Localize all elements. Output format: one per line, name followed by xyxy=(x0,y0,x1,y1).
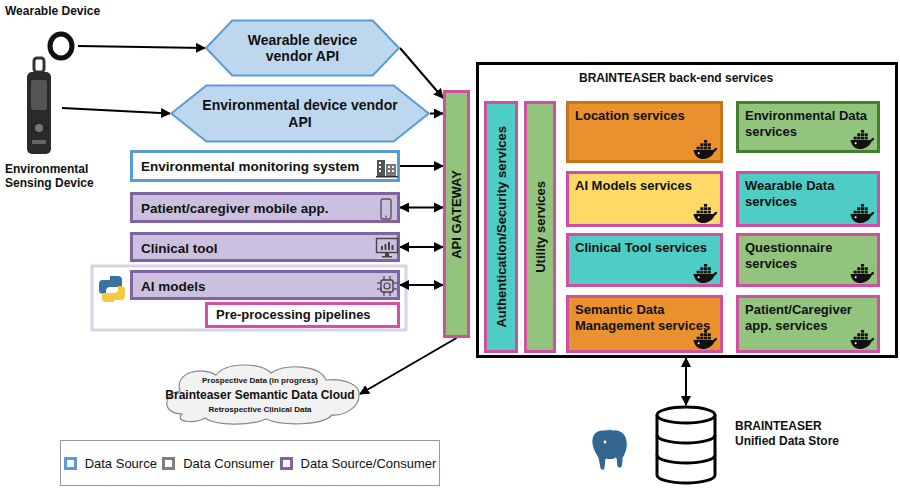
chip-icon xyxy=(375,274,399,298)
node-label: Clinical tool xyxy=(141,241,389,256)
service-box: Questionnaire services xyxy=(736,233,880,287)
legend-item: Data Consumer xyxy=(162,456,274,471)
node-label: Patient/caregiver mobile app. xyxy=(141,201,389,216)
legend-item: Data Source xyxy=(64,456,157,471)
source-consumer-box: Patient/caregiver mobile app. xyxy=(130,192,400,223)
legend-box: Data Source Data Consumer Data Source/Cons… xyxy=(60,440,440,486)
legend-text: Data Source/Consumer xyxy=(301,456,437,471)
docker-icon xyxy=(849,329,875,349)
service-box: AI Models services xyxy=(566,171,723,227)
node-label: Prospective Data (in progress) xyxy=(202,376,318,385)
connector-arrow xyxy=(400,284,443,286)
ai-group-outline xyxy=(92,266,406,330)
node-label: API GATEWAY xyxy=(449,170,464,259)
node-label: AI Models services xyxy=(575,178,714,194)
node-label: Brainteaser Semantic Data Cloud xyxy=(165,388,354,402)
postgres-logo xyxy=(592,430,627,471)
connector-arrow xyxy=(400,246,443,248)
legend-swatch xyxy=(64,457,77,470)
legend-text: Data Consumer xyxy=(183,456,274,471)
service-box: Semantic Data Management services xyxy=(566,295,723,353)
legend-swatch xyxy=(162,457,175,470)
source-consumer-box: AI models xyxy=(130,270,400,300)
node-label: BRAINTEASER Unified Data Store xyxy=(735,419,850,449)
node-label: Authentication/Security services xyxy=(494,126,509,328)
node-label: Environmental monitoring system xyxy=(141,159,389,174)
wearable-device: Wearable Device xyxy=(44,30,78,62)
node-label: Environmental device vendor API xyxy=(198,97,402,129)
phone-icon xyxy=(379,198,393,220)
vendor-api-diamond: Wearable device vendor API xyxy=(205,20,400,76)
node-label: Environmental Data services xyxy=(745,108,871,139)
node-label: Pre-processing pipelines xyxy=(216,307,389,322)
gateway-bar: API GATEWAY xyxy=(443,90,470,338)
data-cloud: Prospective Data (in progress) Braintease… xyxy=(160,362,360,426)
node-label: Environmental Sensing Device xyxy=(5,162,105,191)
node-label: Retrospective Clinical Data xyxy=(208,405,311,414)
building-icon xyxy=(375,156,399,178)
node-label: Wearable device vendor API xyxy=(233,32,372,64)
connector-arrow xyxy=(400,48,443,98)
connector-arrow xyxy=(62,108,170,114)
docker-icon xyxy=(692,203,718,223)
docker-icon xyxy=(692,263,718,283)
service-box: Clinical Tool services xyxy=(566,233,723,287)
backend-container: BRAINTEASER back-end servicesAuthenticat… xyxy=(476,62,898,358)
service-box: Location services xyxy=(566,101,723,163)
docker-icon xyxy=(692,329,718,349)
node-label: AI models xyxy=(141,279,389,294)
utility-bar: Utility services xyxy=(524,101,556,353)
connector-arrow xyxy=(400,207,443,209)
legend-item: Data Source/Consumer xyxy=(280,456,437,471)
node-label: Location services xyxy=(575,108,714,124)
node-label: Utility services xyxy=(533,181,548,273)
database-cylinder: BRAINTEASER Unified Data Store xyxy=(655,405,717,485)
vendor-api-diamond: Environmental device vendor API xyxy=(170,85,430,142)
source-consumer-box: Clinical tool xyxy=(130,232,400,262)
docker-icon xyxy=(849,129,875,149)
legend-swatch xyxy=(280,457,293,470)
node-label: Questionnaire services xyxy=(745,240,871,271)
service-box: Patient/Caregiver app. services xyxy=(736,295,880,353)
monitor-icon xyxy=(375,237,399,259)
connector-arrow xyxy=(360,338,457,394)
node-label: Semantic Data Management services xyxy=(575,302,714,333)
docker-icon xyxy=(849,203,875,223)
connector-arrow xyxy=(430,113,443,115)
wearable-ring xyxy=(50,34,72,58)
legend-text: Data Source xyxy=(85,456,157,471)
connector-arrow xyxy=(400,165,443,167)
security-bar: Authentication/Security services xyxy=(484,101,518,353)
cyl-outline xyxy=(655,405,717,485)
node-label: Clinical Tool services xyxy=(575,240,714,256)
connector-arrow xyxy=(78,46,205,48)
pipeline-box: Pre-processing pipelines xyxy=(205,302,400,328)
connector-arrow xyxy=(685,358,687,405)
node-label: Patient/Caregiver app. services xyxy=(745,302,871,333)
python-logo xyxy=(99,276,125,302)
service-box: Wearable Data services xyxy=(736,171,880,227)
node-label: Wearable Data services xyxy=(745,178,871,209)
node-label: Wearable Device xyxy=(5,4,100,18)
sensing-device: Environmental Sensing Device xyxy=(18,58,62,158)
sensing-device xyxy=(27,58,51,154)
docker-icon xyxy=(849,263,875,283)
node-label: BRAINTEASER back-end services xyxy=(579,71,773,85)
docker-icon xyxy=(692,139,718,159)
data-source-box: Environmental monitoring system xyxy=(130,150,400,182)
service-box: Environmental Data services xyxy=(736,101,880,153)
